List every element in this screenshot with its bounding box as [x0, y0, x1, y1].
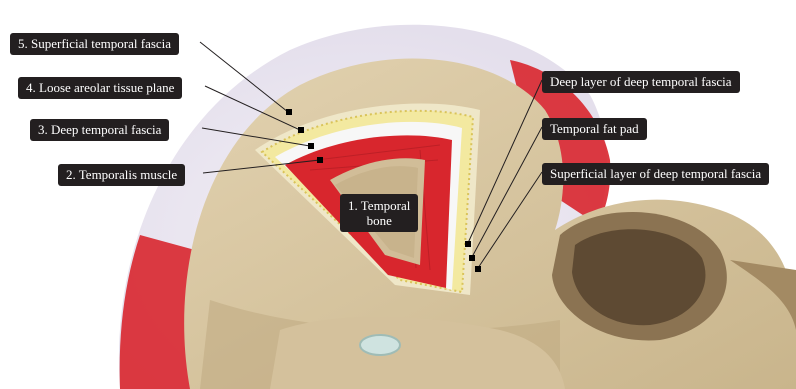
label-superficial-temporal-fascia: 5. Superficial temporal fascia [10, 33, 179, 55]
marker-4 [298, 127, 304, 133]
label-deep-temporal-fascia: 3. Deep temporal fascia [30, 119, 169, 141]
marker-3 [308, 143, 314, 149]
label-temporalis-muscle: 2. Temporalis muscle [58, 164, 185, 186]
marker-5 [286, 109, 292, 115]
label-temporal-bone-line1: 1. Temporal [348, 198, 410, 213]
label-temporal-bone-line2: bone [348, 213, 410, 228]
label-deep-layer-of-deep-temporal-fascia: Deep layer of deep temporal fascia [542, 71, 740, 93]
marker-2 [317, 157, 323, 163]
label-superficial-layer-of-deep-temporal-fascia: Superficial layer of deep temporal fasci… [542, 163, 769, 185]
label-temporal-bone: 1. Temporal bone [340, 194, 418, 232]
marker-deep-layer [465, 241, 471, 247]
label-loose-areolar-tissue-plane: 4. Loose areolar tissue plane [18, 77, 182, 99]
marker-fat-pad [469, 255, 475, 261]
label-temporal-fat-pad: Temporal fat pad [542, 118, 647, 140]
marker-superficial-layer [475, 266, 481, 272]
